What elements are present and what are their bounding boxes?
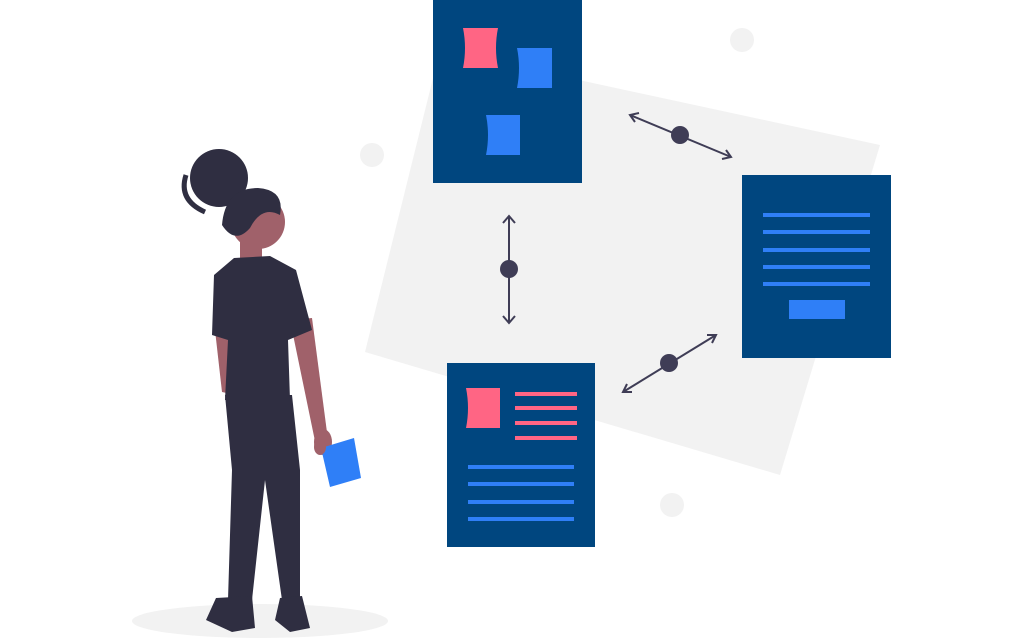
document-panel-right — [742, 175, 891, 358]
decor-dot — [730, 28, 754, 52]
held-card — [321, 438, 361, 487]
connector-dot — [671, 126, 689, 144]
connector-dot — [660, 354, 678, 372]
document-panel-bottom — [447, 363, 595, 547]
person-figure — [132, 149, 388, 638]
decor-dot — [360, 143, 384, 167]
document-panel-top — [433, 0, 582, 183]
connector-dot — [500, 260, 518, 278]
decor-dot — [660, 493, 684, 517]
